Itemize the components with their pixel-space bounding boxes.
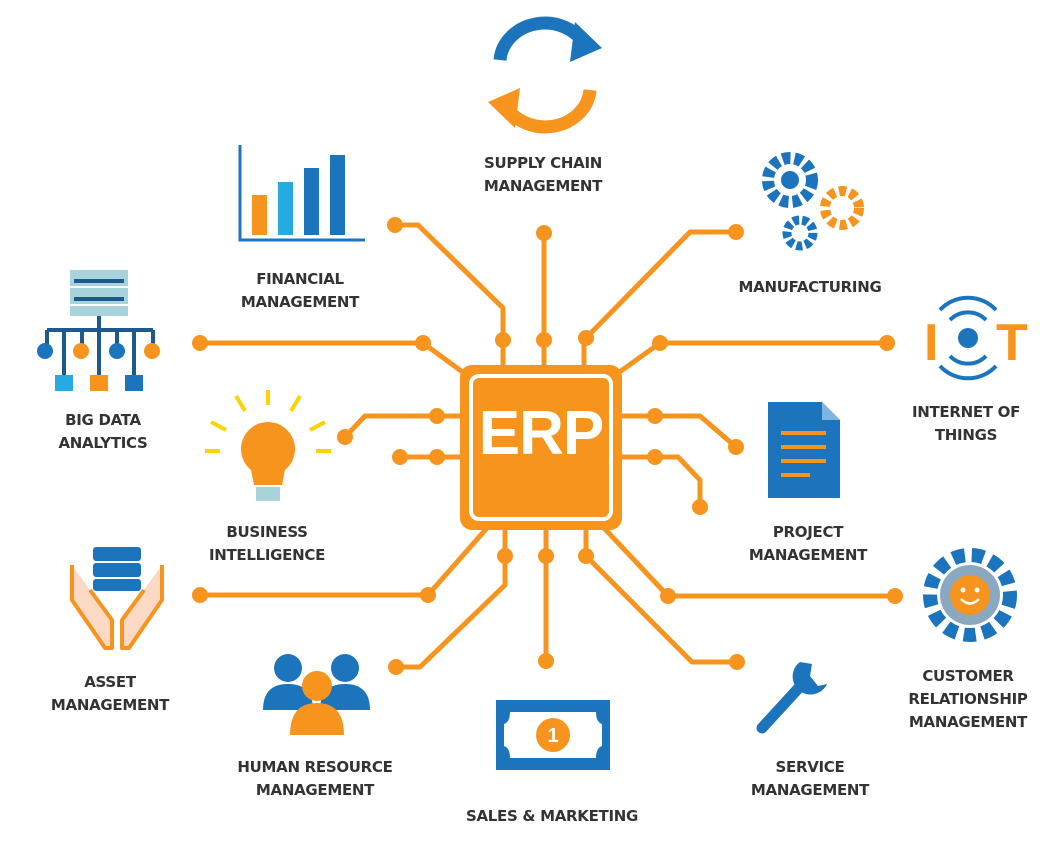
gear-smiley-icon	[923, 548, 1017, 642]
erp-chip	[460, 365, 622, 530]
banknote-number: 1	[547, 725, 558, 747]
label-sales: SALES & MARKETING	[465, 807, 639, 825]
line-service	[583, 528, 737, 665]
line-manufacturing	[581, 229, 736, 365]
line-project-1	[620, 413, 738, 449]
banknote-icon: 1	[496, 700, 610, 770]
wrench-icon	[756, 662, 827, 734]
hands-database-icon	[70, 547, 164, 650]
iot-icon: I T	[924, 295, 1028, 381]
line-business-intelligence	[343, 413, 462, 439]
iot-letter-i: I	[924, 314, 938, 372]
bar-chart-icon	[238, 145, 365, 242]
people-group-icon	[263, 654, 370, 735]
document-icon	[768, 402, 840, 498]
label-manufacturing: MANUFACTURING	[738, 278, 882, 296]
line-project-2	[620, 454, 703, 507]
lightbulb-icon	[205, 390, 331, 501]
gears-icon	[762, 152, 864, 251]
erp-label: ERP	[478, 399, 604, 468]
database-network-icon	[37, 270, 160, 391]
cycle-arrows-icon	[488, 16, 602, 134]
iot-letter-t: T	[996, 314, 1028, 372]
connector-dots	[192, 217, 903, 675]
